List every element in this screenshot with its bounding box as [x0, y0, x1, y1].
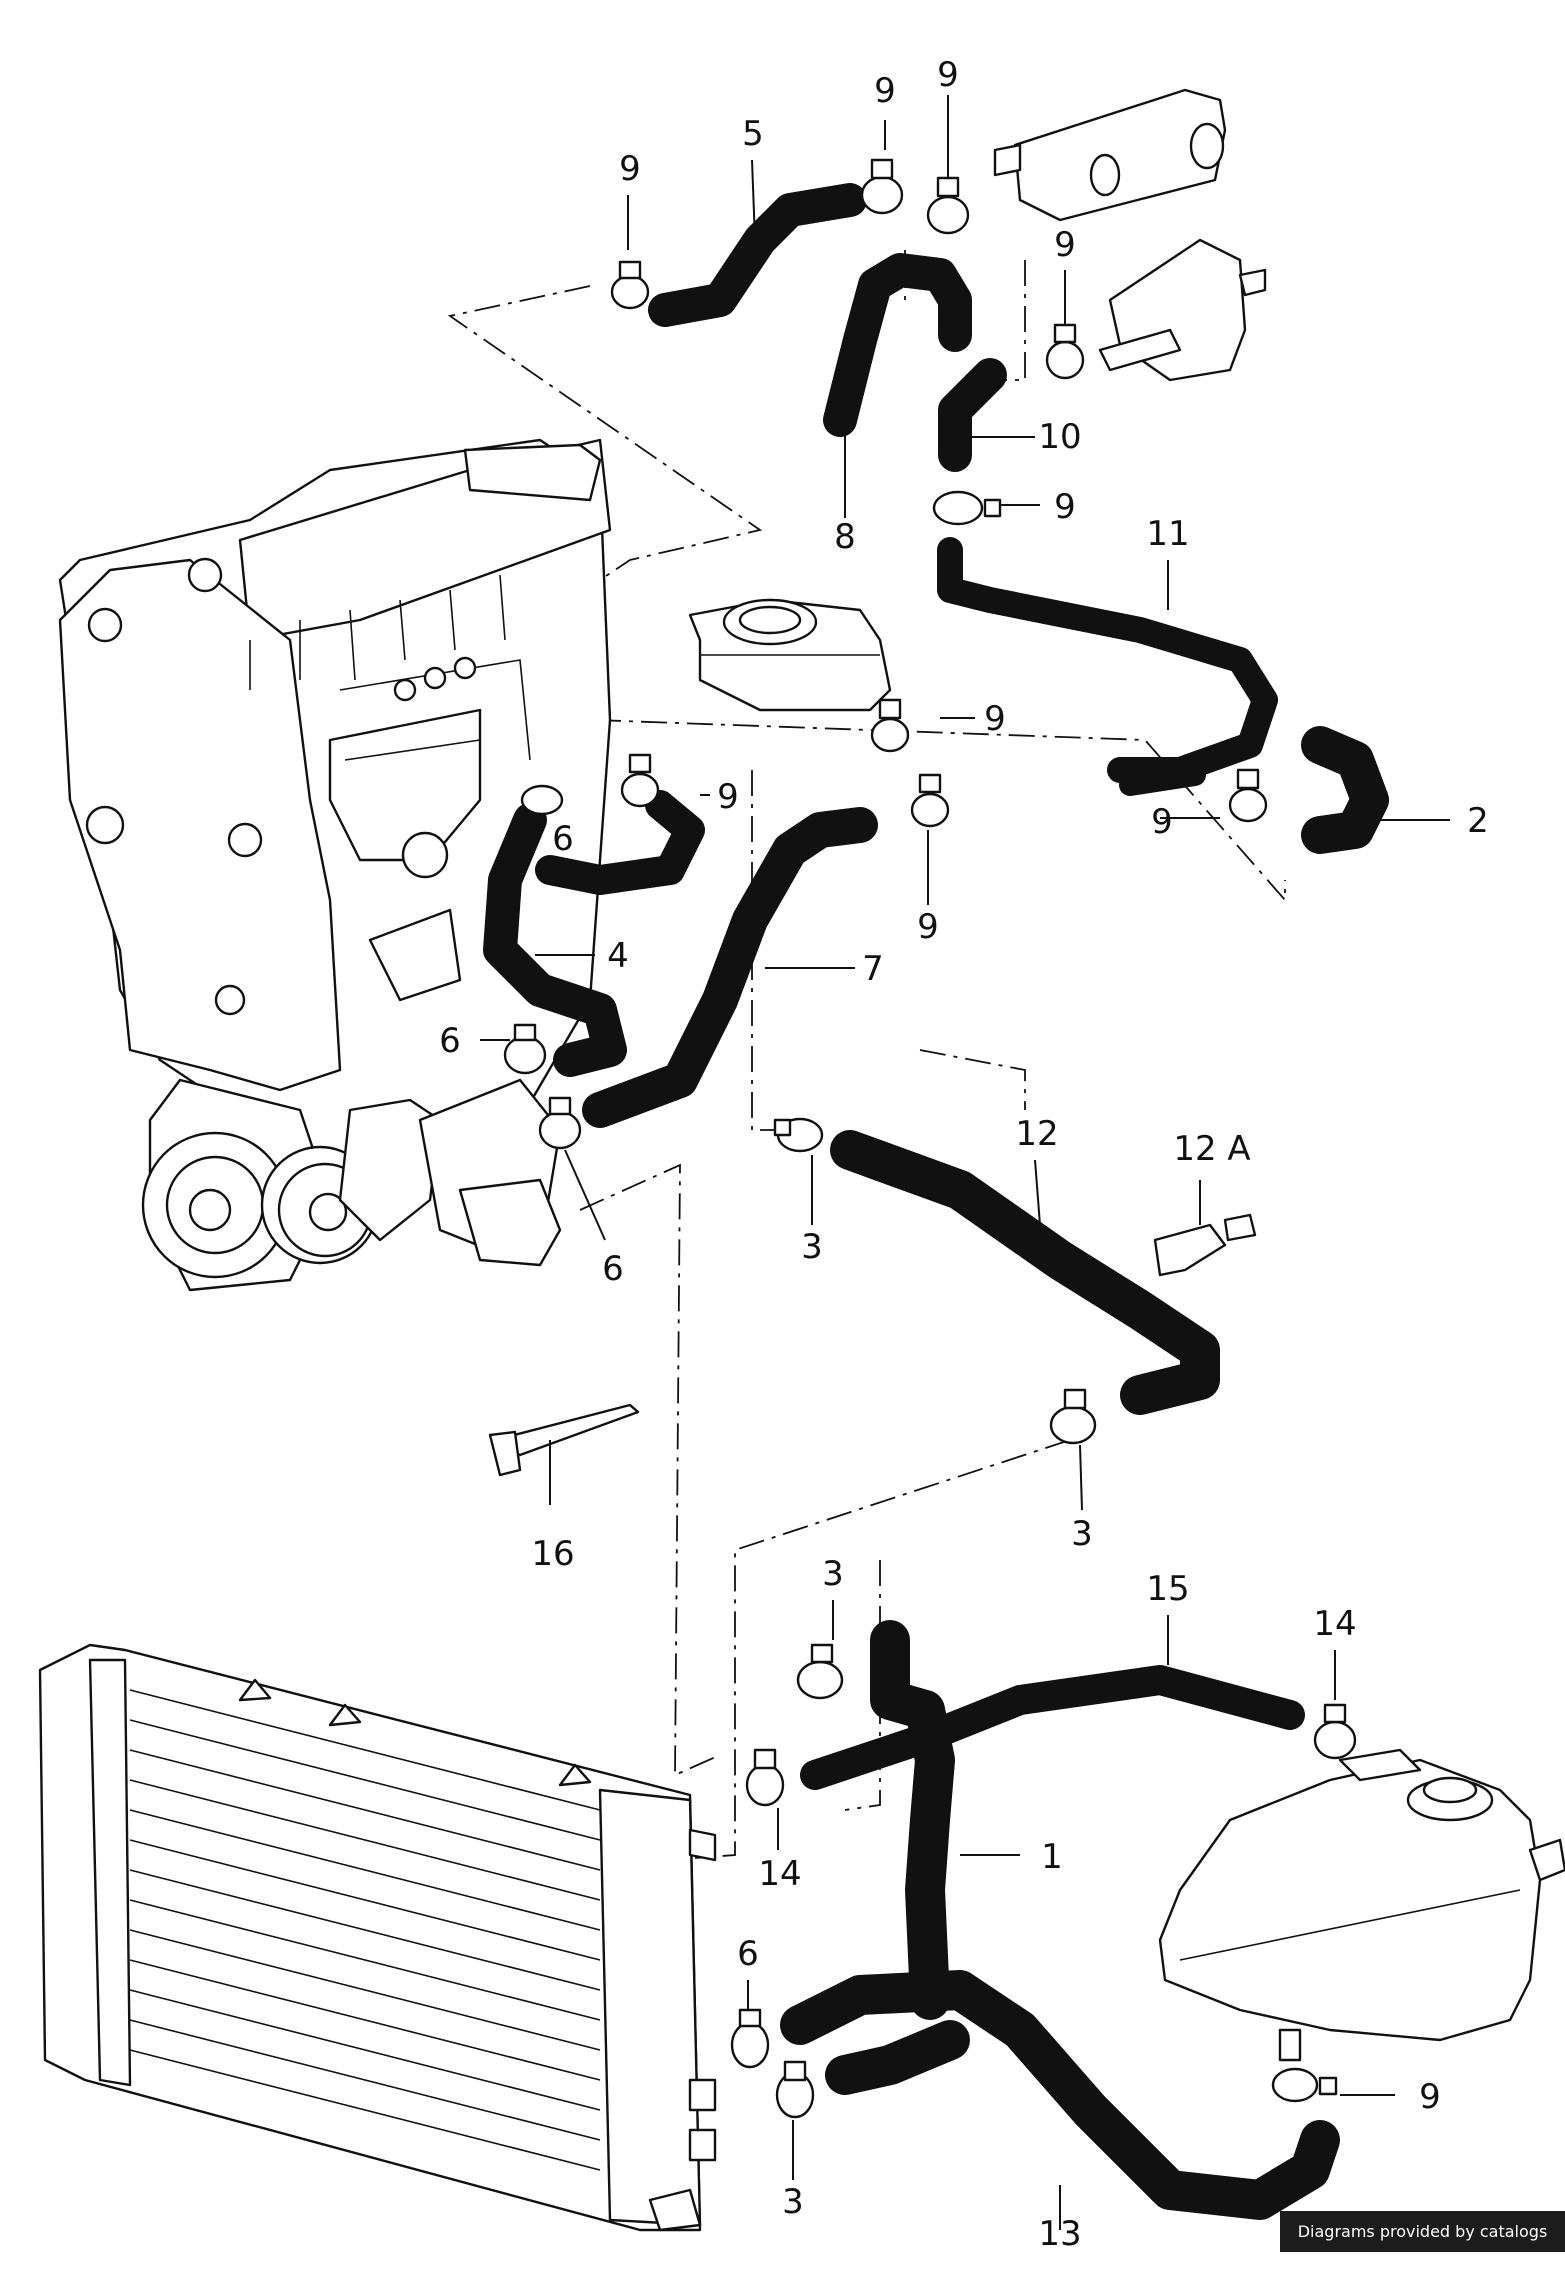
callout-4: 4 [607, 936, 629, 976]
callout-9: 9 [937, 55, 959, 95]
clamp [745, 1748, 785, 1807]
callout-9: 9 [1054, 225, 1076, 265]
clamp [796, 1643, 844, 1700]
clamp [932, 490, 1002, 526]
callout-3: 3 [1071, 1514, 1093, 1554]
callout-3: 3 [782, 2182, 804, 2222]
callout-9: 9 [1054, 487, 1076, 527]
clamp [1313, 1703, 1357, 1760]
heater-control-valve [1098, 238, 1267, 382]
callout-9: 9 [1151, 802, 1173, 842]
callout-6: 6 [439, 1021, 461, 1061]
callout-14: 14 [1313, 1604, 1356, 1644]
callout-13: 13 [1038, 2214, 1081, 2252]
callout-3: 3 [822, 1554, 844, 1594]
clamp [860, 158, 904, 215]
callout-3: 3 [801, 1227, 823, 1267]
callout-6: 6 [552, 819, 574, 859]
callout-9: 9 [717, 777, 739, 817]
callout-5: 5 [742, 114, 764, 154]
clamp [1228, 768, 1268, 823]
radiator [38, 1643, 717, 2232]
callout-11: 11 [1146, 514, 1189, 554]
clamp [538, 1096, 582, 1150]
callout-1: 1 [1041, 1837, 1063, 1877]
credit-banner: Diagrams provided by catalogs parts [1280, 2211, 1565, 2282]
callout-9: 9 [1419, 2077, 1441, 2117]
hose-clip-12a [1153, 1213, 1257, 1277]
upper-expansion-tank [688, 598, 892, 712]
callout-6: 6 [737, 1934, 759, 1974]
clamp [775, 2060, 815, 2119]
callout-6: 6 [602, 1249, 624, 1289]
callout-12: 12 [1015, 1114, 1058, 1154]
cable-tie-16 [488, 1403, 640, 1477]
hoses [483, 183, 1389, 2220]
heater-valve [993, 88, 1227, 222]
clamp [910, 773, 950, 828]
callout-7: 7 [862, 949, 884, 989]
callout-9: 9 [874, 71, 896, 111]
callout-10: 10 [1038, 417, 1081, 457]
expansion-tank [1158, 1748, 1565, 2062]
clamp [1049, 1388, 1097, 1445]
engine-block [58, 438, 612, 1202]
clamp [1045, 323, 1085, 380]
callout-2: 2 [1467, 801, 1489, 841]
clamps [503, 158, 1357, 2119]
callout-9: 9 [984, 699, 1006, 739]
pulley-assembly [141, 1078, 562, 1292]
clamp [1271, 2067, 1338, 2103]
clamp [520, 784, 564, 816]
clamp [870, 698, 910, 753]
leader-lines [480, 95, 1450, 2230]
callout-14: 14 [758, 1854, 801, 1894]
callout-labels: 9 5 9 9 9 10 8 9 11 9 2 9 9 9 6 4 7 6 6 … [439, 55, 1489, 2252]
clamp [926, 176, 970, 235]
callout-16: 16 [531, 1534, 574, 1574]
clamp [620, 753, 660, 808]
callout-9: 9 [619, 149, 641, 189]
clamp [503, 1023, 547, 1075]
callout-8: 8 [834, 517, 856, 557]
callout-15: 15 [1146, 1569, 1189, 1609]
clamp [773, 1117, 824, 1153]
callout-12a: 12 A [1173, 1129, 1250, 1169]
clamp [610, 260, 650, 310]
clamp [730, 2008, 770, 2069]
callout-9: 9 [917, 907, 939, 947]
